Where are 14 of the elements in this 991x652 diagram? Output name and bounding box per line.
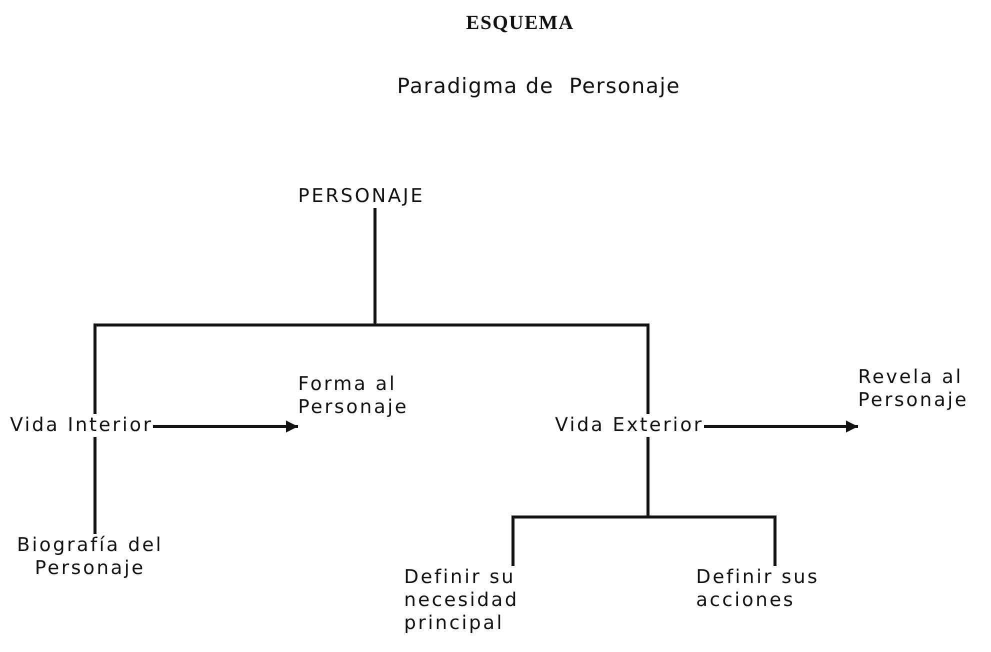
connector-line <box>374 208 650 414</box>
node-label: Definir sus acciones <box>696 566 856 612</box>
node-label: Biografía del Personaje <box>15 534 165 580</box>
node-label: Vida Exterior <box>555 414 704 437</box>
node-label: Definir su necesidad principal <box>404 566 554 635</box>
subtitle: Paradigma de Personaje <box>397 74 680 98</box>
arrow <box>153 420 298 432</box>
node-label: Vida Interior <box>10 414 153 437</box>
connector-line <box>94 437 96 534</box>
node-label: Revela al Personaje <box>858 366 990 412</box>
node-label: Forma al Personaje <box>298 373 448 419</box>
node-label: PERSONAJE <box>298 185 424 208</box>
arrow <box>704 420 858 432</box>
diagram-title: ESQUEMA <box>466 12 574 35</box>
